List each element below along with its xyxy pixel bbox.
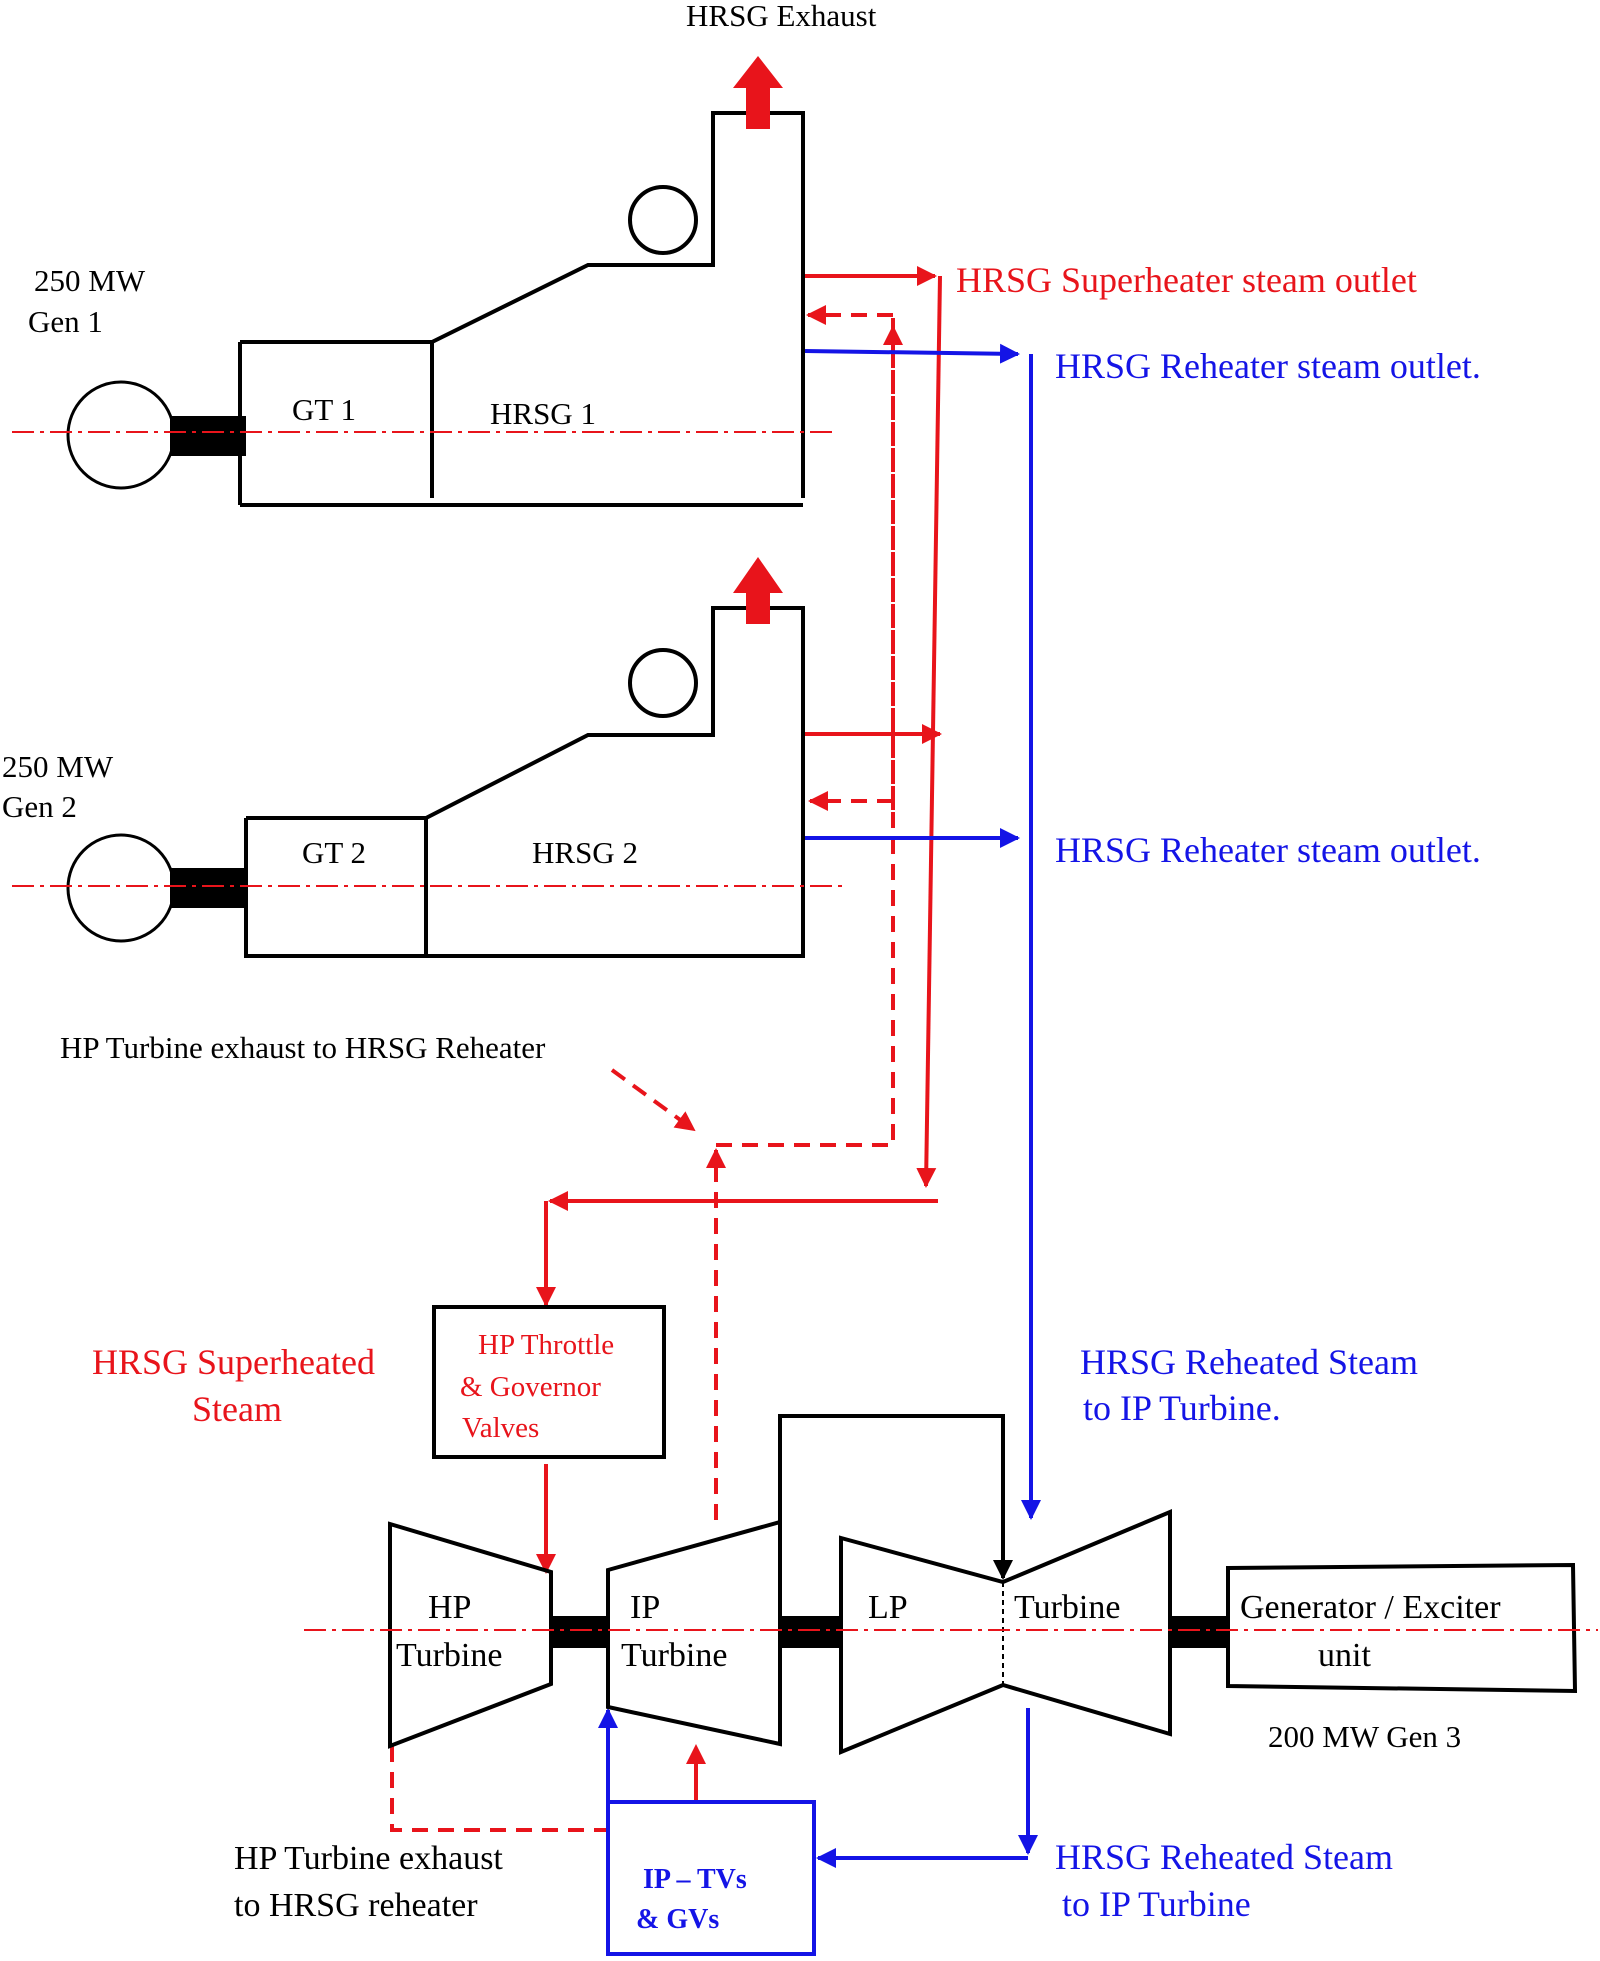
- hp-exhaust-lines: [390, 305, 903, 1832]
- gen2-name-label: Gen 2: [2, 789, 77, 824]
- hrsg1-label: HRSG 1: [490, 396, 596, 431]
- throttle-label-3: Valves: [462, 1412, 539, 1444]
- hrsg-exhaust-label: HRSG Exhaust: [686, 0, 877, 33]
- lp-label: LP: [868, 1589, 908, 1626]
- unit-1: [12, 56, 833, 507]
- gen1-shaft: [170, 416, 246, 456]
- gen3-label: 200 MW Gen 3: [1268, 1719, 1461, 1754]
- hp-exhaust-pointer: [610, 1068, 696, 1132]
- gt1-hrsg1-casing: [240, 111, 805, 498]
- gen2-rating-label: 250 MW: [2, 749, 114, 784]
- lp-turbine-label: Turbine: [1014, 1589, 1120, 1626]
- hp-turbine-casing: [388, 1521, 553, 1749]
- reheater-outlet-1-label: HRSG Reheater steam outlet.: [1055, 346, 1481, 386]
- hrsg1-exhaust-arrow: [733, 56, 783, 129]
- hp-ip-coupling: [551, 1616, 608, 1648]
- hrsg2-drum: [628, 648, 698, 718]
- reheated-top-label-1: HRSG Reheated Steam: [1080, 1342, 1418, 1382]
- generator-exciter-label-1: Generator / Exciter: [1240, 1589, 1501, 1626]
- unit-2: [12, 557, 843, 958]
- turbine-train: [304, 1508, 1598, 1755]
- superheated-steam-label-2: Steam: [192, 1389, 282, 1429]
- gt2-label: GT 2: [302, 835, 366, 870]
- hp-exhaust-bottom-label-1: HP Turbine exhaust: [234, 1840, 503, 1877]
- reheated-bottom-label-2: to IP Turbine: [1062, 1884, 1251, 1924]
- gen1-rating-label: 250 MW: [34, 263, 146, 298]
- superheater-outlet-label: HRSG Superheater steam outlet: [956, 260, 1417, 300]
- gt2-hrsg2-casing: [244, 606, 805, 958]
- superheater-steam-lines: [536, 266, 942, 1574]
- lp-gen-coupling: [1170, 1616, 1228, 1648]
- hp-exhaust-top-label: HP Turbine exhaust to HRSG Reheater: [60, 1030, 546, 1065]
- gen1-name-label: Gen 1: [28, 304, 103, 339]
- lp-turbine-casing: [839, 1508, 1172, 1755]
- gen2-shaft: [170, 868, 246, 908]
- gt1-label: GT 1: [292, 392, 356, 427]
- reheater-outlet-1-line: [804, 343, 1020, 364]
- hp-exhaust-bottom-label-2: to HRSG reheater: [234, 1887, 478, 1924]
- ip-tvs-label-1: IP – TVs: [643, 1864, 747, 1895]
- hrsg2-label: HRSG 2: [532, 835, 638, 870]
- throttle-label-2: & Governor: [460, 1371, 601, 1403]
- generator-exciter-box: [1226, 1562, 1578, 1694]
- gen2-symbol: [66, 833, 176, 943]
- hp-turbine-label-2: Turbine: [396, 1637, 502, 1674]
- hrsg1-drum: [628, 185, 698, 255]
- reheater-outlet-2-label: HRSG Reheater steam outlet.: [1055, 830, 1481, 870]
- ip-tvs-label-2: & GVs: [636, 1904, 719, 1935]
- hrsg2-exhaust-arrow: [733, 557, 783, 624]
- ip-tvs-gvs-box: [606, 1800, 816, 1956]
- reheated-bottom-label-1: HRSG Reheated Steam: [1055, 1837, 1393, 1877]
- throttle-label-1: HP Throttle: [478, 1329, 614, 1361]
- reheated-top-label-2: to IP Turbine.: [1083, 1388, 1281, 1428]
- superheater-main-riser: [916, 275, 942, 1188]
- gen1-symbol: [66, 380, 176, 490]
- ip-lp-crossover: [778, 1414, 1013, 1580]
- ip-lp-coupling: [780, 1616, 841, 1648]
- ip-turbine-label-2: Turbine: [621, 1637, 727, 1674]
- ip-turbine-label-1: IP: [630, 1589, 660, 1626]
- superheated-steam-label-1: HRSG Superheated: [92, 1342, 375, 1382]
- hp-turbine-label-1: HP: [428, 1589, 471, 1626]
- ip-turbine-casing: [606, 1519, 782, 1747]
- generator-exciter-label-2: unit: [1318, 1637, 1371, 1674]
- hp-exhaust-bottom-loop: [390, 1746, 698, 1832]
- hp-throttle-governor-valves-box: [432, 1305, 666, 1459]
